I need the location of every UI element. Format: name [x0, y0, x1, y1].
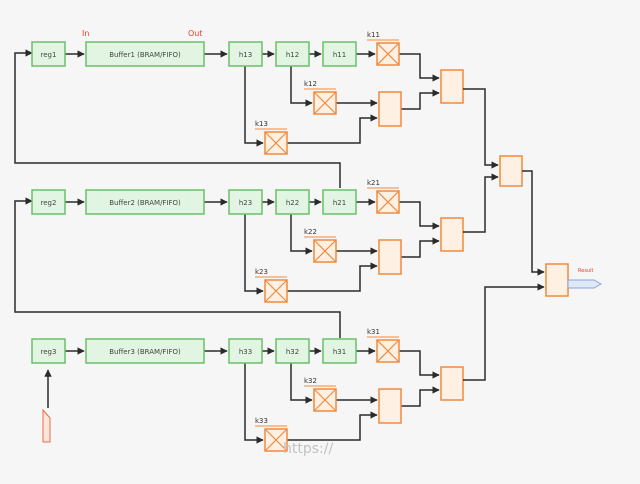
multiplier-c-3: k33	[255, 417, 288, 452]
multiplier-a-3-label: k31	[367, 328, 380, 336]
buffer-box-1-label: Buffer1 (BRAM/FIFO)	[109, 51, 181, 59]
adder-outer-2	[440, 217, 464, 252]
multiplier-c-1: k13	[255, 120, 288, 155]
register-box-1-label: reg1	[41, 51, 57, 59]
register-box-2: reg2	[31, 189, 66, 215]
stage3-box-1: h11	[322, 41, 357, 67]
stage3-box-3: h31	[322, 338, 357, 364]
stage1-box-1: h13	[228, 41, 263, 67]
wire-stage1-multc-3	[244, 363, 264, 444]
wire-multa-adderout-2	[399, 201, 440, 230]
multiplier-a-1: k11	[367, 31, 400, 66]
register-box-2-label: reg2	[41, 199, 57, 207]
buffer-box-2-label: Buffer2 (BRAM/FIFO)	[109, 199, 181, 207]
stage2-box-1-label: h12	[286, 51, 299, 59]
stage2-box-2: h22	[275, 189, 310, 215]
adder-final-1	[499, 155, 523, 187]
feedback-wires	[14, 49, 341, 338]
buffer-box-3-label: Buffer3 (BRAM/FIFO)	[109, 348, 181, 356]
multiplier-c-2-label: k23	[255, 268, 268, 276]
input-pin	[42, 369, 52, 443]
multiplier-a-2: k21	[367, 179, 400, 214]
wire-multc-adderin-3	[287, 411, 378, 441]
output-pin-label: Result	[578, 268, 593, 274]
pipeline-row-2: reg2 Buffer2 (BRAM/FIFO) h23 h22 h21 k21 k22 k2…	[31, 179, 464, 303]
stage1-box-2-label: h23	[239, 199, 252, 207]
final-adder-stage	[499, 155, 569, 297]
stage2-box-3-label: h32	[286, 348, 299, 356]
stage3-box-3-label: h31	[333, 348, 346, 356]
wire-adderin-adderout-2	[401, 237, 440, 258]
feedback-wire-row1	[14, 49, 341, 188]
multiplier-c-3-label: k33	[255, 417, 268, 425]
multiplier-a-2-label: k21	[367, 179, 380, 187]
multiplier-a-3: k31	[367, 328, 400, 363]
adder-inner-1	[378, 91, 402, 127]
stage2-box-2-label: h22	[286, 199, 299, 207]
stage3-box-2-label: h21	[333, 199, 346, 207]
wire-stage2-multb-3	[290, 363, 313, 404]
wire-stage2-multb-1	[290, 66, 313, 107]
pipeline-row-3: reg3 Buffer3 (BRAM/FIFO) h33 h32 h31 k31 k32 k3…	[31, 328, 464, 452]
stage1-box-2: h23	[228, 189, 263, 215]
multiplier-b-2: k22	[304, 228, 337, 263]
register-box-1: reg1	[31, 41, 66, 67]
stage1-box-3-label: h33	[239, 348, 252, 356]
stage1-box-3: h33	[228, 338, 263, 364]
stage2-box-1: h12	[275, 41, 310, 67]
multiplier-a-1-label: k11	[367, 31, 380, 39]
multiplier-c-2: k23	[255, 268, 288, 303]
buffer-box-1: Buffer1 (BRAM/FIFO)	[85, 41, 205, 67]
wires	[65, 50, 440, 444]
adder-outer-1	[440, 69, 464, 104]
stage2-box-3: h32	[275, 338, 310, 364]
multiplier-c-1-label: k13	[255, 120, 268, 128]
buffer-in-label: In	[82, 29, 89, 38]
stage3-box-1-label: h11	[333, 51, 346, 59]
multiplier-b-3-label: k32	[304, 377, 317, 385]
feedback-wire-row2	[14, 197, 341, 338]
buffer-out-label: Out	[188, 29, 203, 38]
wire-multa-adderout-3	[399, 350, 440, 379]
pipeline-rows: reg1 Buffer1 (BRAM/FIFO) h13 h12 h11 k11 k12 k1…	[31, 31, 464, 452]
wire-multc-adderin-1	[287, 114, 378, 144]
pipeline-row-1: reg1 Buffer1 (BRAM/FIFO) h13 h12 h11 k11 k12 k1…	[31, 31, 464, 155]
final-wires	[463, 88, 545, 381]
multiplier-b-2-label: k22	[304, 228, 317, 236]
register-box-3: reg3	[31, 338, 66, 364]
adder-inner-3	[378, 388, 402, 424]
buffer-box-2: Buffer2 (BRAM/FIFO)	[85, 189, 205, 215]
watermark-text: https://	[283, 441, 333, 457]
multiplier-b-1: k12	[304, 80, 337, 115]
adder-inner-2	[378, 239, 402, 275]
wire-adderin-adderout-1	[401, 89, 440, 110]
stage1-box-1-label: h13	[239, 51, 252, 59]
wire-multa-adderout-1	[399, 53, 440, 82]
register-box-3-label: reg3	[41, 348, 57, 356]
wire-adderin-adderout-3	[401, 386, 440, 407]
wire-stage1-multc-1	[244, 66, 264, 147]
adder-outer-3	[440, 366, 464, 401]
wire-multc-adderin-2	[287, 262, 378, 292]
output-pin: Result	[567, 268, 603, 289]
wire-stage2-multb-2	[290, 214, 313, 255]
adder-final-2	[545, 263, 569, 297]
multiplier-b-3: k32	[304, 377, 337, 412]
multiplier-b-1-label: k12	[304, 80, 317, 88]
stage3-box-2: h21	[322, 189, 357, 215]
buffer-box-3: Buffer3 (BRAM/FIFO)	[85, 338, 205, 364]
wire-stage1-multc-2	[244, 214, 264, 295]
